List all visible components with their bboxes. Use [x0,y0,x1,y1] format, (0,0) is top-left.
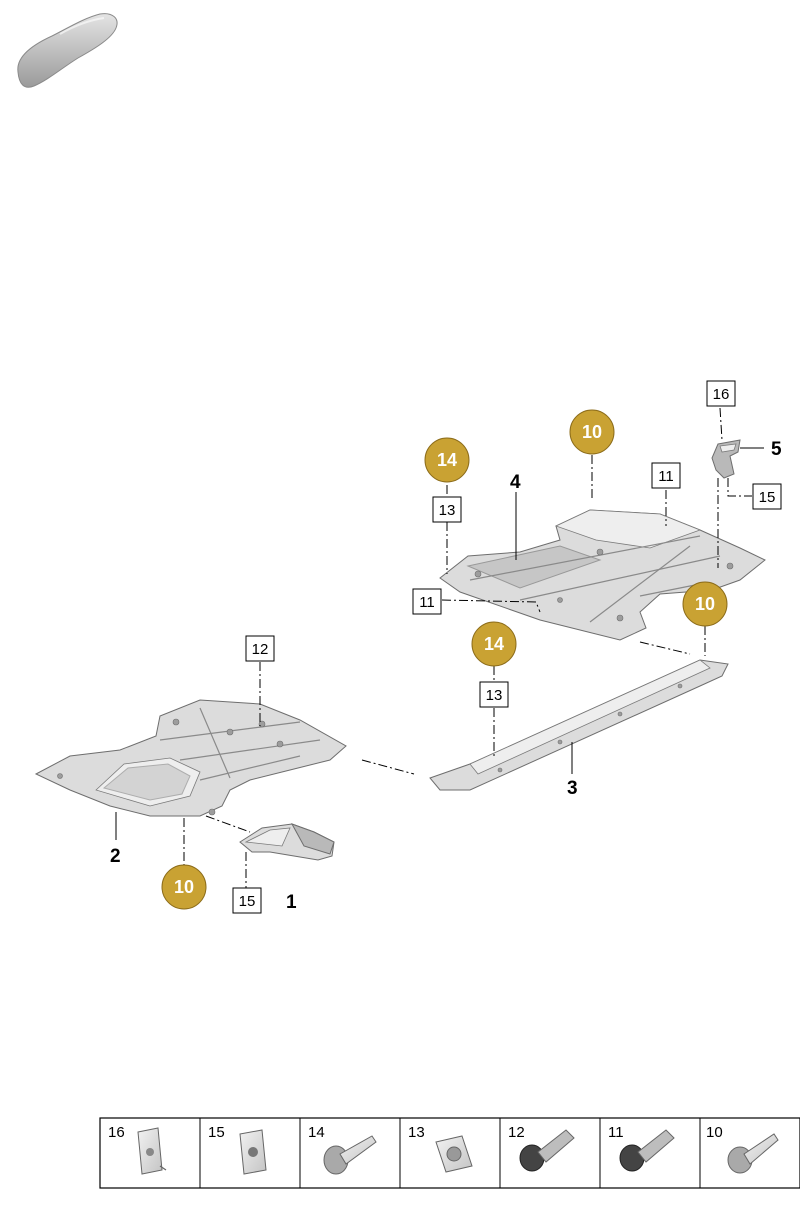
svg-text:14: 14 [308,1124,325,1141]
svg-text:12: 12 [508,1124,525,1141]
cage-nut-icon [435,1135,473,1173]
part-label-4: 4 [510,472,521,493]
svg-text:11: 11 [419,594,435,611]
svg-text:15: 15 [759,489,776,506]
circle-callout-14-top: 14 [424,437,470,483]
circle-callout-10-right: 10 [682,581,728,627]
underbody-panel-rear [439,509,766,641]
boxed-callout-15-bottom: 15 [232,887,262,914]
svg-text:12: 12 [252,641,269,658]
svg-text:10: 10 [695,594,715,614]
screw-icon [323,1135,377,1175]
leader-lines [115,407,764,888]
clip-nut-icon [239,1129,267,1175]
svg-text:10: 10 [174,877,194,897]
legend-cell-10: 10 [706,1124,779,1174]
legend-cell-11: 11 [608,1124,675,1172]
underbody-panel-front [34,699,347,817]
part-label-1: 1 [286,892,297,913]
screw-icon [727,1133,779,1174]
svg-text:10: 10 [582,422,602,442]
expansion-rivet-icon [519,1129,575,1172]
svg-text:16: 16 [108,1124,125,1141]
legend-cell-14: 14 [308,1124,377,1175]
legend-cell-12: 12 [508,1124,575,1172]
circle-callout-10-bottom: 10 [161,864,207,910]
svg-text:14: 14 [484,634,504,654]
part-label-5: 5 [771,439,782,460]
boxed-callout-11-top: 11 [651,462,681,489]
svg-text:13: 13 [408,1124,425,1141]
circle-callout-10-top: 10 [569,409,615,455]
svg-text:13: 13 [439,502,456,519]
svg-text:11: 11 [658,468,674,485]
part-label-3: 3 [567,778,578,799]
svg-text:13: 13 [486,687,503,704]
sill-strip-part [429,659,729,791]
svg-text:10: 10 [706,1124,723,1141]
fastener-legend-table: 16 15 14 13 [99,1117,800,1189]
boxed-callout-11-left: 11 [412,588,442,615]
car-silhouette-icon [17,13,118,88]
bracket-part [711,439,741,479]
legend-cell-13: 13 [408,1124,473,1173]
expansion-rivet-icon [619,1129,675,1172]
clip-nut-icon [137,1127,167,1175]
svg-text:15: 15 [208,1124,225,1141]
legend-cell-16: 16 [108,1124,167,1175]
boxed-callout-15-top: 15 [752,483,782,510]
svg-text:16: 16 [713,386,730,403]
svg-text:11: 11 [608,1124,624,1141]
circle-callout-14-mid: 14 [471,621,517,667]
boxed-callout-16: 16 [706,380,736,407]
small-cover-part [239,823,335,861]
boxed-callout-13-mid: 13 [479,681,509,708]
boxed-callout-13-top: 13 [432,496,462,523]
boxed-callout-12: 12 [245,635,275,662]
part-label-2: 2 [110,846,121,867]
svg-text:15: 15 [239,893,256,910]
svg-text:14: 14 [437,450,457,470]
legend-cell-15: 15 [208,1124,267,1175]
